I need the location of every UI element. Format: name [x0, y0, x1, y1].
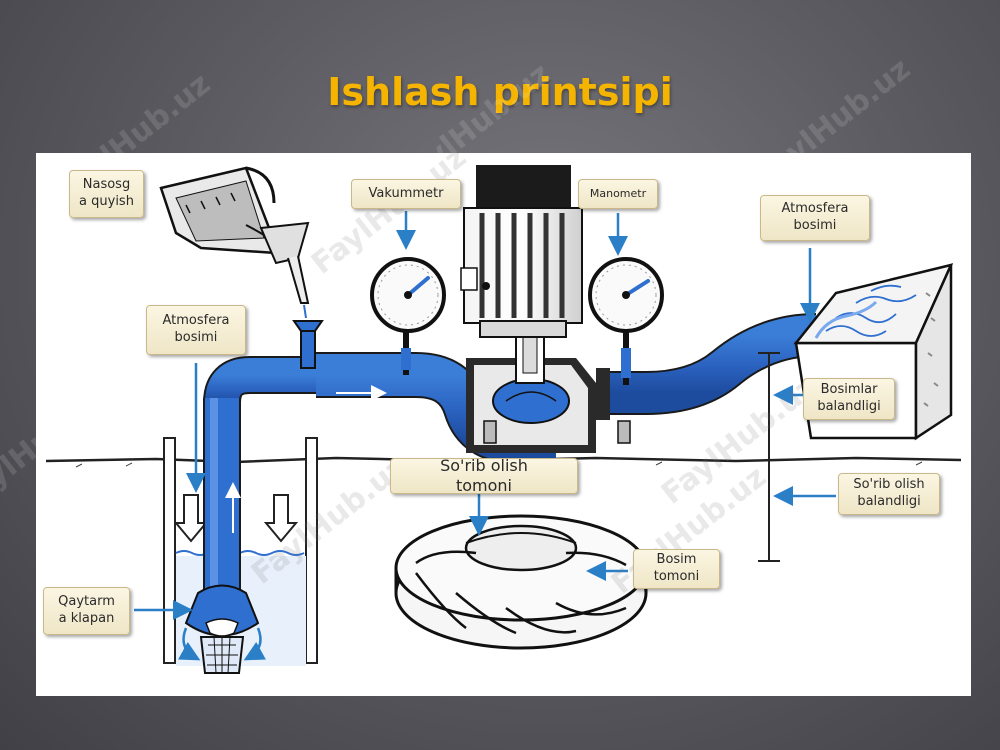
pump-diagram-drawing — [45, 165, 962, 674]
label-suction-side: So'rib olish tomoni — [390, 456, 578, 495]
slide-title: Ishlash printsipi — [327, 70, 673, 114]
label-pressure-heights: Bosimlar balandligi — [803, 378, 895, 420]
label-check-valve: Qaytarm a klapan — [43, 587, 130, 635]
label-pour-into-pump: Nasosg a quyish — [69, 170, 144, 218]
pump-diagram: FaylHub.uz FaylHub.uz FaylHub.uz FaylHub… — [36, 153, 971, 696]
label-pressure-side: Bosim tomoni — [633, 549, 720, 589]
label-atmospheric-pressure-right: Atmosfera bosimi — [760, 195, 870, 241]
label-suction-height: So'rib olish balandligi — [838, 473, 940, 515]
label-vacuum-gauge: Vakummetr — [351, 179, 461, 209]
label-atmospheric-pressure-left: Atmosfera bosimi — [146, 305, 246, 355]
label-manometer: Manometr — [578, 179, 658, 209]
